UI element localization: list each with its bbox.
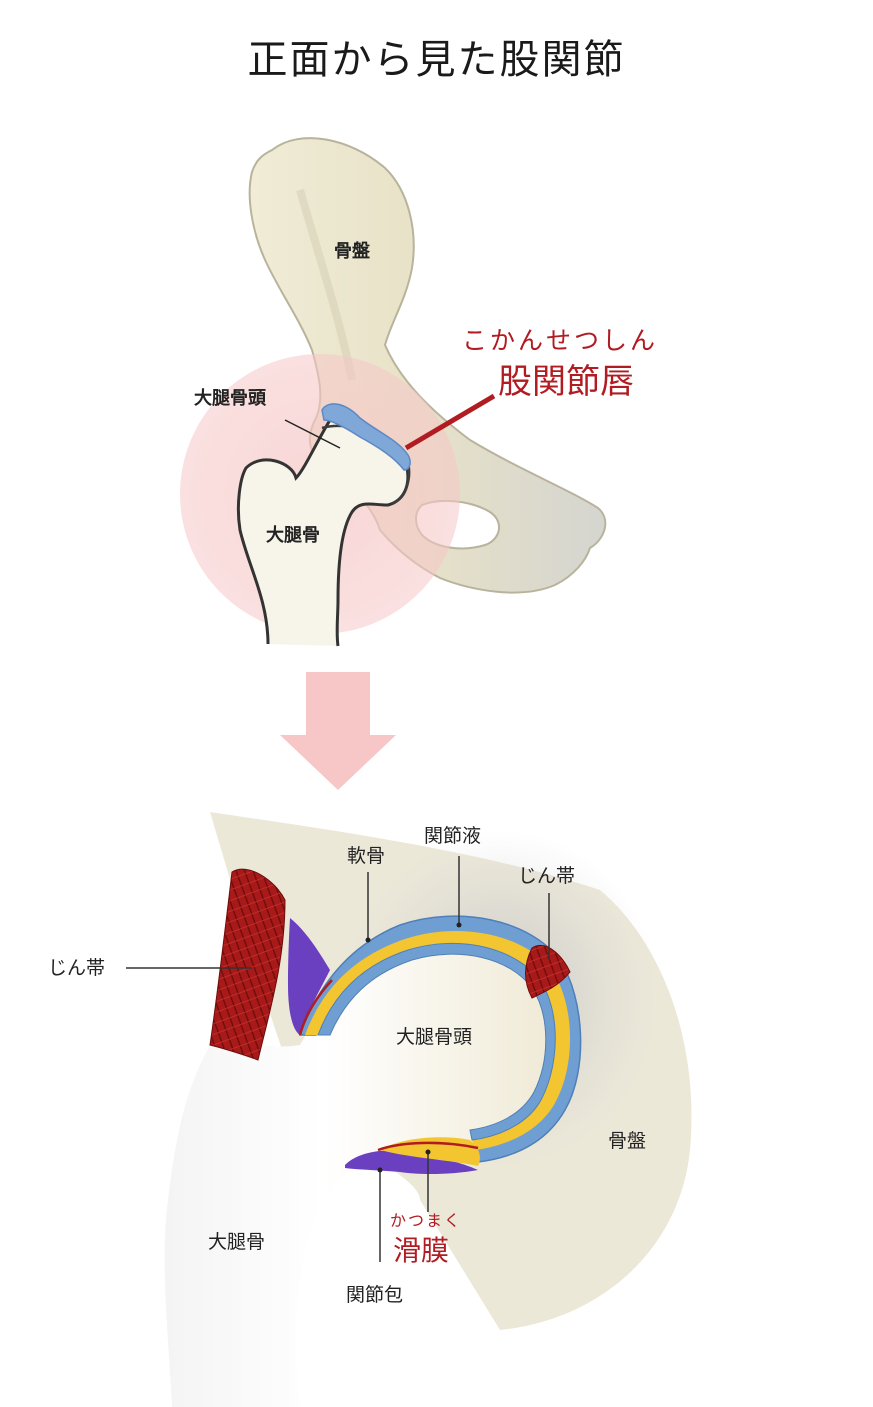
bottom-figure — [126, 812, 692, 1407]
labrum-shape — [321, 403, 411, 471]
pelvis-label-top: 骨盤 — [334, 241, 370, 262]
fluid-dot — [456, 922, 462, 928]
cartilage-label: 軟骨 — [347, 845, 386, 867]
top-figure — [180, 137, 607, 647]
femur-body — [164, 942, 564, 1407]
femoral-head-label-top: 大腿骨頭 — [194, 388, 266, 409]
femur-label-bottom: 大腿骨 — [208, 1231, 266, 1253]
capsule-lower — [345, 1150, 478, 1175]
head-cartilage — [317, 942, 556, 1141]
ligament-left — [209, 868, 286, 1061]
cartilage-dot — [365, 937, 371, 943]
page-title: 正面から見た股関節 — [247, 37, 626, 83]
ligament-right — [525, 945, 571, 999]
down-arrow — [280, 672, 396, 790]
pelvis-label-bottom: 骨盤 — [608, 1130, 647, 1152]
labrum-reading: こかんせつしん — [462, 326, 659, 355]
pelvis-bone — [248, 137, 607, 594]
ligament-right-label: じん帯 — [518, 865, 576, 887]
femoral-head-label-bottom: 大腿骨頭 — [396, 1026, 473, 1048]
synovium-reading: かつまく — [390, 1211, 463, 1230]
ligament-left-label: じん帯 — [48, 957, 106, 979]
synovium-line — [377, 1141, 479, 1152]
femoral-head-leader — [284, 419, 341, 449]
synovium-dot — [425, 1149, 431, 1155]
femur-label-top: 大腿骨 — [266, 525, 320, 546]
labrum-leader — [404, 393, 496, 451]
synovial-fluid-label: 関節液 — [424, 825, 482, 847]
capsule-dot — [377, 1167, 383, 1173]
synovium-upper-line — [298, 979, 333, 1036]
capsule-upper — [288, 918, 330, 1035]
capsule-label: 関節包 — [346, 1284, 404, 1306]
labrum-label: 股関節唇 — [498, 362, 634, 402]
synovium-label: 滑膜 — [393, 1234, 450, 1267]
